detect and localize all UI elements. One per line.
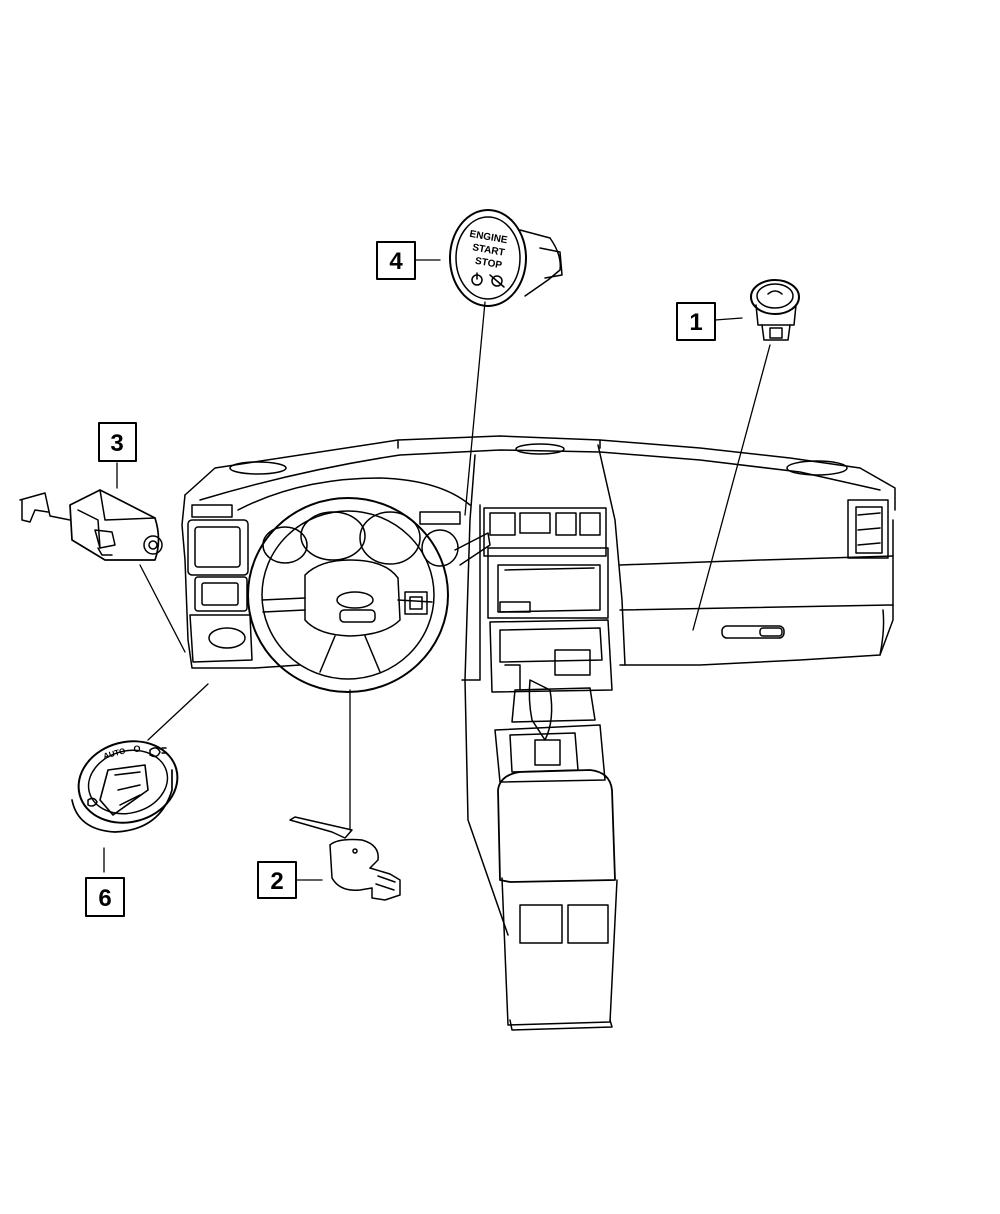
leader-lines — [103, 259, 771, 881]
callout-6: 6 — [85, 877, 125, 917]
headlamp-off-label: O — [133, 744, 140, 754]
callout-3: 3 — [98, 422, 137, 462]
callout-6-label: 6 — [98, 885, 111, 912]
callout-1-label: 1 — [689, 309, 702, 336]
start-button-line3: STOP — [474, 256, 503, 272]
callout-2: 2 — [257, 861, 297, 899]
steering-wheel — [247, 497, 491, 693]
instrument-cluster — [237, 477, 471, 567]
fog-light-icon — [87, 797, 98, 807]
callout-1: 1 — [676, 302, 716, 341]
callout-3-label: 3 — [110, 430, 123, 457]
sensor-lever-part — [289, 816, 401, 901]
headlamp-switch-part: AUTO O — [71, 740, 179, 833]
center-stack — [461, 454, 618, 1031]
brake-icon — [489, 274, 505, 288]
engine-start-stop-button-part: ENGINE START STOP — [449, 209, 563, 307]
callout-4: 4 — [376, 241, 416, 280]
callout-2-label: 2 — [270, 868, 283, 895]
callout-4-label: 4 — [389, 248, 403, 275]
dashboard-panel — [181, 435, 896, 669]
switch-button-part — [750, 279, 800, 341]
power-icon — [471, 272, 483, 286]
left-switch-panel — [187, 504, 253, 663]
headlamp-icon — [149, 747, 167, 758]
switch-module-part — [19, 489, 163, 561]
